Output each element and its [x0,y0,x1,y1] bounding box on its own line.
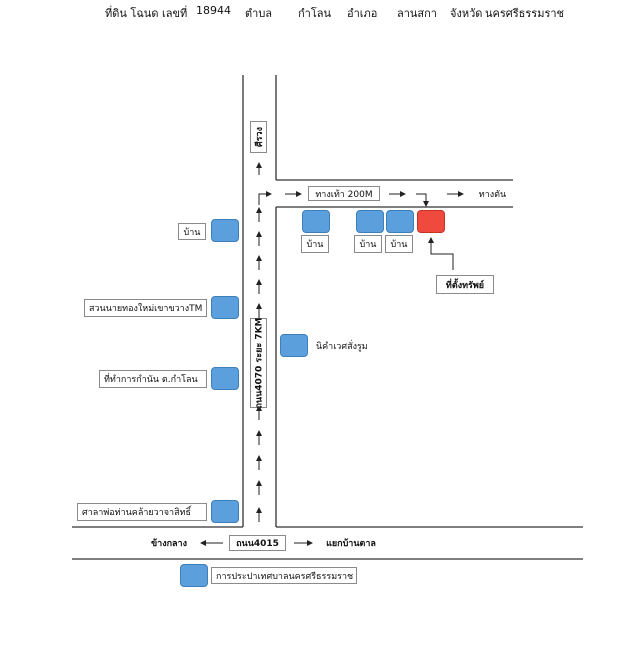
orchard-marker [211,296,239,319]
house-left-label: บ้าน [178,223,206,240]
province-label: จังหวัด [450,7,483,20]
deed-number: 18944 [196,4,231,17]
legend-label: การประปาเทศบาลนครศรีธรรมราช [211,567,357,584]
property-marker [417,210,445,233]
house-left-marker [211,219,239,242]
walkway-label: ทางเท้า 200M [308,186,380,201]
main-road-label: ถนน4070 ระยะ 7KM [250,317,267,409]
house-1-label: บ้าน [301,235,329,253]
province: นครศรีธรรมราช [485,7,565,20]
north-destination-label: ศีรวง [250,121,267,153]
nikhom-marker [280,334,308,357]
district: ลานสกา [397,7,437,20]
header: ที่ดิน โฉนด เลขที่ 18944 ตำบล กำโลน อำเภ… [0,4,641,20]
house-2-label: บ้าน [354,235,382,253]
subdistrict-label: ตำบล [245,7,273,20]
orchard-label: สวนนายทองใหม่เขาขวางTM [84,299,207,317]
turn-right-arrow [258,191,272,205]
bottom-road-label: ถนน4015 [229,535,286,551]
right-destination-label: แยกบ้านตาล [318,535,384,551]
pavilion-label: ศาลาพ่อท่านคล้ายวาจาสิทธิ์ [77,503,207,521]
subdistrict: กำโลน [298,7,332,20]
district-label: อำเภอ [347,7,378,20]
nikhom-label: นิคำเวศสั่งรูม [311,338,391,354]
house-2-marker [356,210,384,233]
house-1-marker [302,210,330,233]
down-to-property-arrow [416,193,429,207]
house-3-marker [386,210,414,233]
plot-label: ที่ดิน โฉนด เลขที่ [105,7,188,20]
legend-marker [180,564,208,587]
dead-end-label: ทางตัน [472,186,513,201]
house-3-label: บ้าน [385,235,413,253]
property-pointer-arrow [428,237,454,270]
property-label: ที่ตั้งทรัพย์ [436,275,494,294]
kamnan-office-marker [211,367,239,390]
pavilion-marker [211,500,239,523]
kamnan-office-label: ที่ทำการกำนัน ต.กำโลน [99,370,207,388]
left-destination-label: ข้างกลาง [145,535,193,551]
